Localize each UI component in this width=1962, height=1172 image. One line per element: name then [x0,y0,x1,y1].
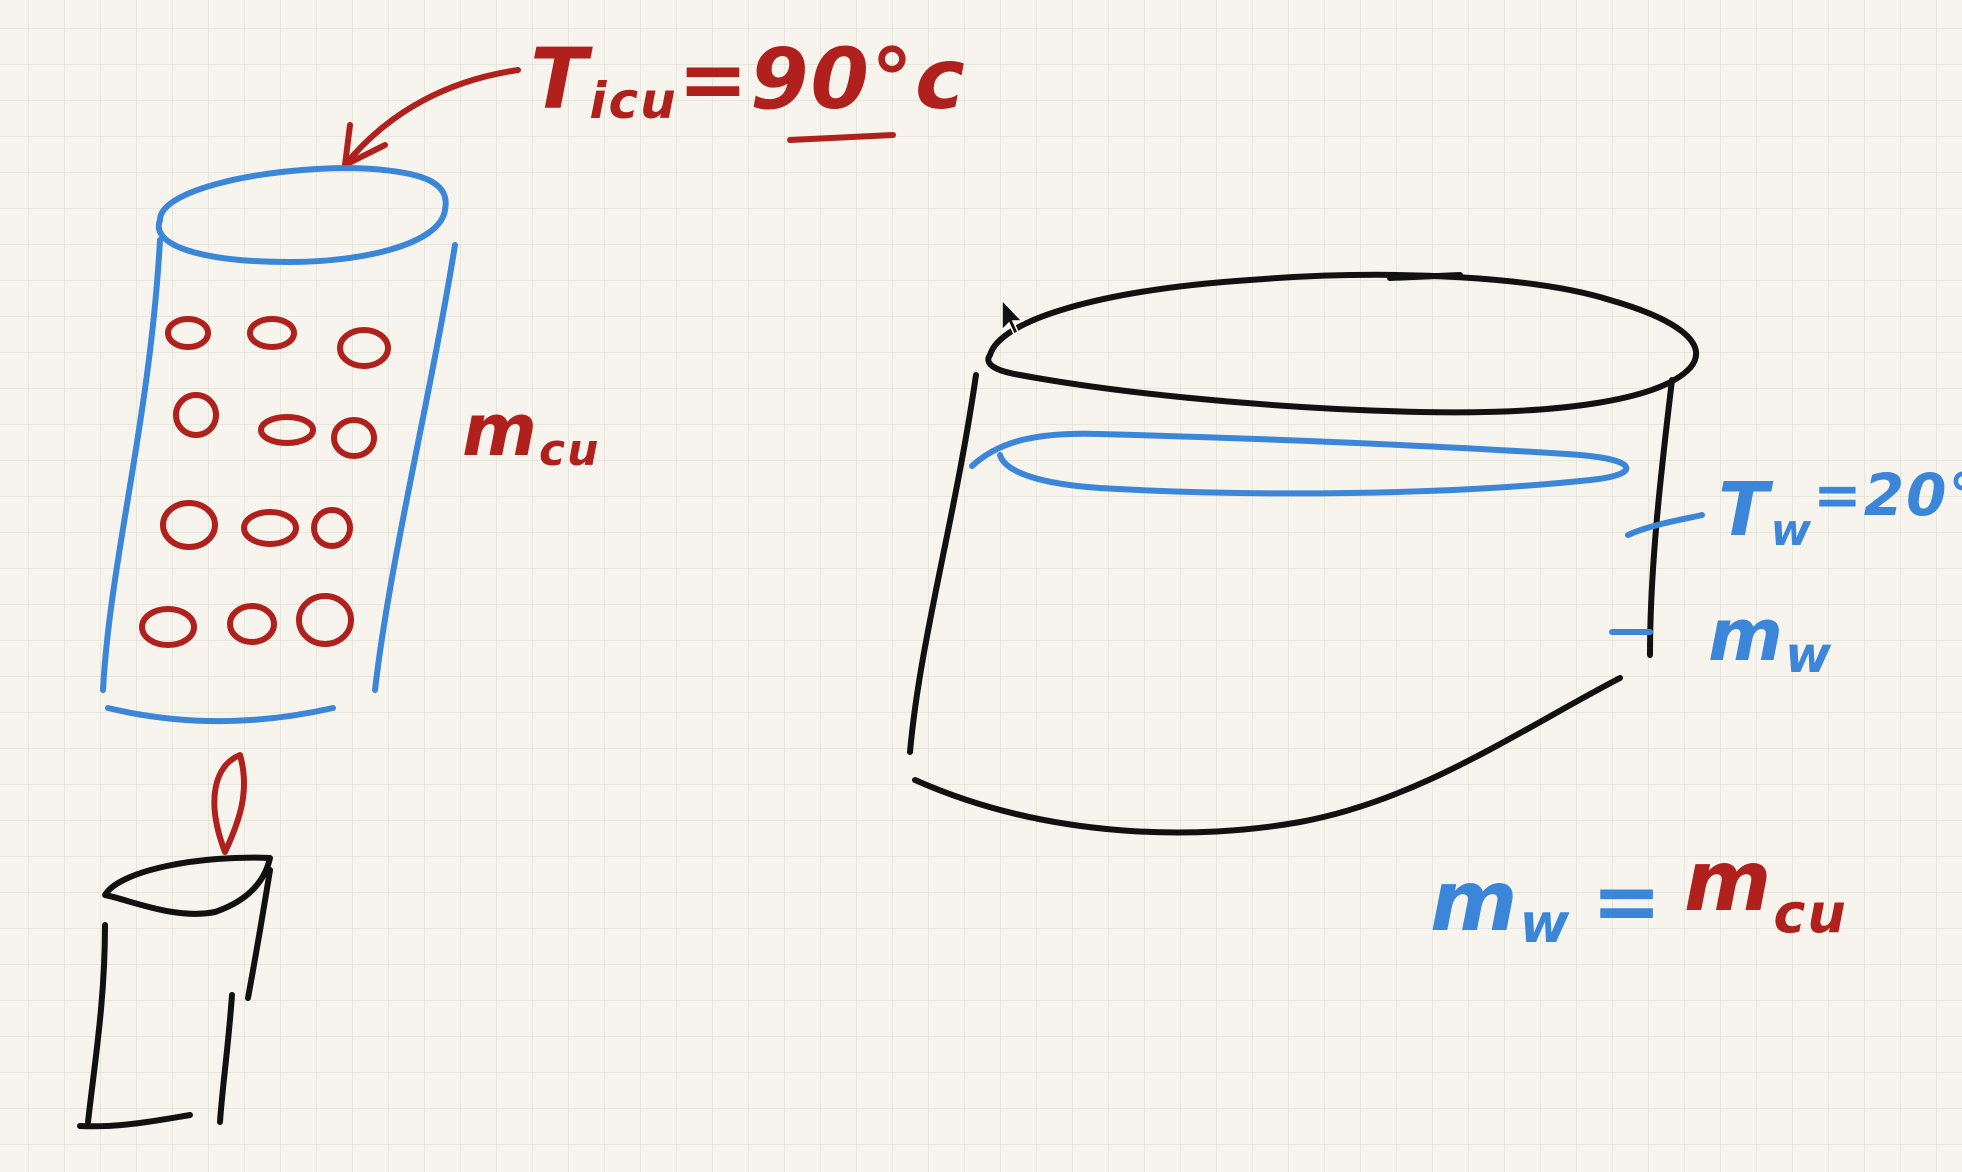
temp-underline [787,132,896,143]
mass-symbol: m [462,388,539,472]
water-temp-subscript: w [1770,505,1813,556]
arrow-to-copper-top [342,67,521,168]
copper-cylinder [100,165,458,725]
water-temp-label: Tw=20°c [1718,461,1962,556]
water-surface [969,430,1630,497]
water-temp-symbol: T [1718,467,1774,553]
copper-pellets [139,316,391,648]
flame-icon [211,752,248,855]
temp-subscript: icu [589,72,677,130]
water-mass-subscript: w [1785,626,1833,684]
mass-copper-label: mcu [462,388,600,476]
mass-subscript: cu [539,425,600,476]
temp-symbol: T [530,30,593,128]
water-container-drawing [907,271,1705,836]
eq-rhs-symbol: m [1684,832,1774,930]
water-temp-value: =20°c [1813,461,1962,529]
eq-equals: = [1591,852,1663,950]
water-mass-symbol: m [1708,593,1785,677]
mouse-pointer-icon [1001,298,1024,336]
initial-temp-copper-label: Ticu=90°c [530,30,967,130]
burner-drawing [77,854,273,1130]
eq-lhs-symbol: m [1430,852,1520,950]
eq-rhs-subscript: cu [1773,882,1847,945]
mass-equality-equation: mw=mcu [1430,832,1848,955]
mass-water-label: mw [1708,593,1833,684]
copper-block-drawing [77,67,521,1130]
eq-lhs-subscript: w [1520,892,1572,955]
label-ticks [1609,512,1705,635]
temp-value: =90°c [678,30,967,128]
